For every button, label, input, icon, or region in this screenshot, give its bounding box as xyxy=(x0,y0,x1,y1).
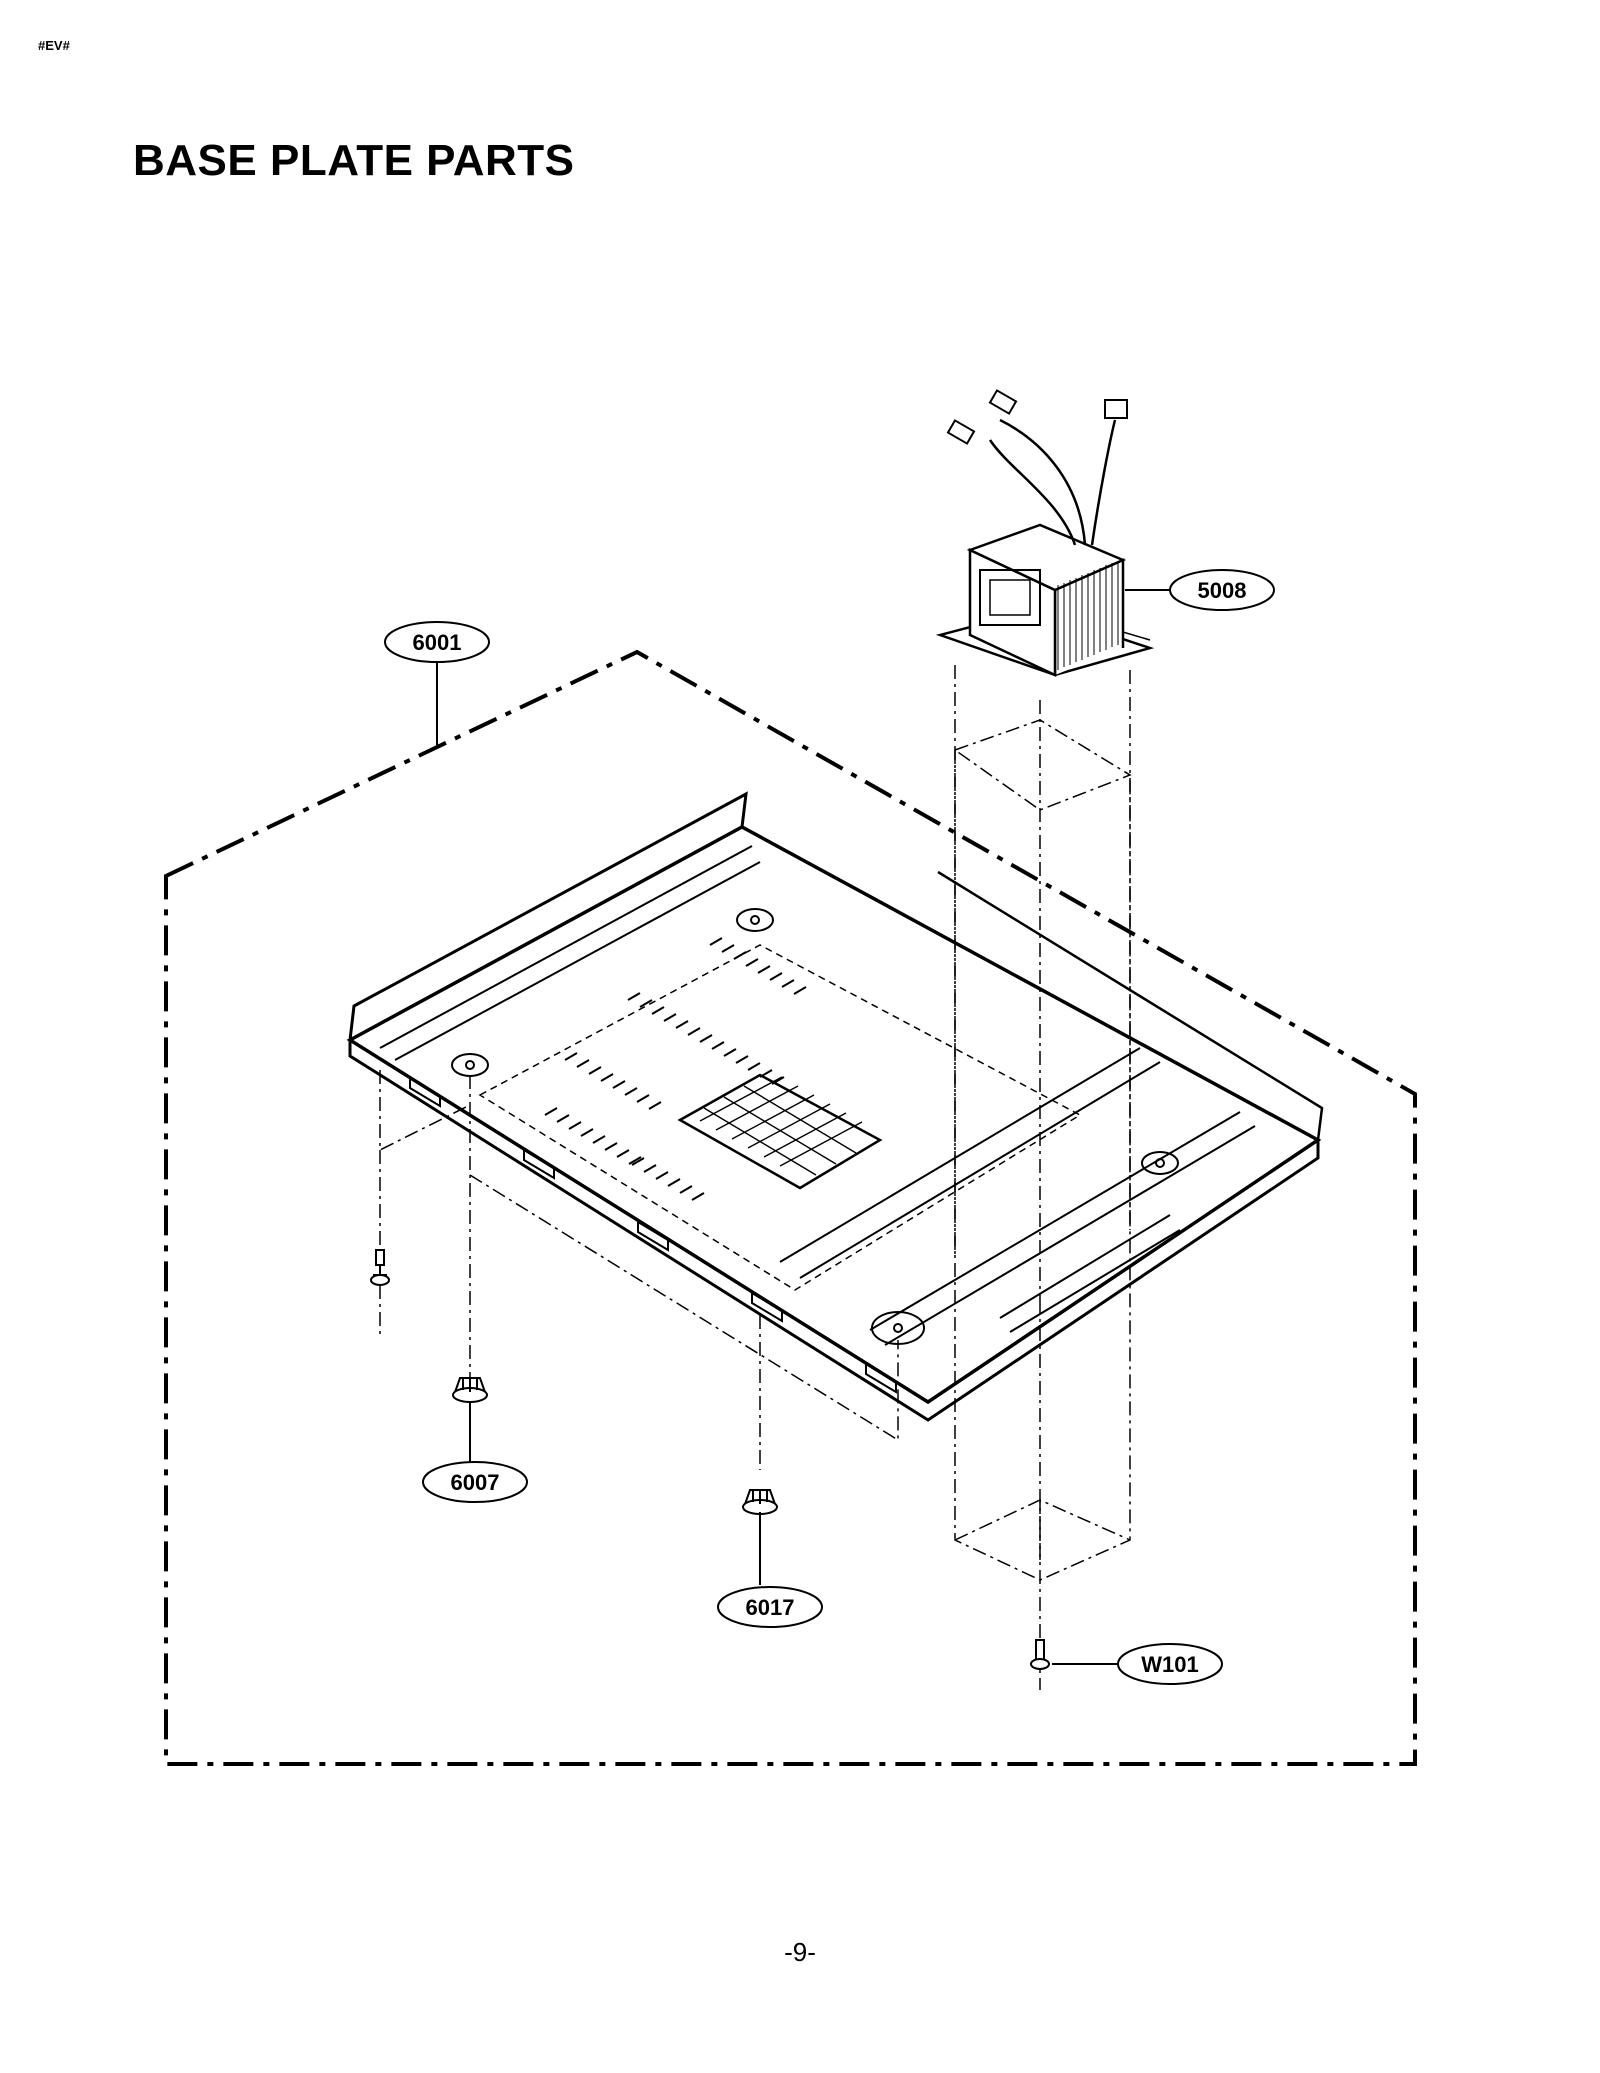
callout-w101: W101 xyxy=(1117,1643,1223,1685)
screw-left xyxy=(370,1249,390,1286)
svg-text:W101: W101 xyxy=(1141,1652,1198,1677)
assembly-boundary-outline xyxy=(164,649,1417,1766)
callout-6017: 6017 xyxy=(717,1586,823,1628)
callout-5008: 5008 xyxy=(1169,569,1275,611)
foot-6017 xyxy=(742,1489,778,1515)
svg-text:6001: 6001 xyxy=(413,630,462,655)
foot-6007 xyxy=(452,1377,488,1403)
projection-lines xyxy=(379,665,1132,1690)
transformer xyxy=(935,389,1155,677)
callout-6007: 6007 xyxy=(422,1461,528,1503)
svg-text:6017: 6017 xyxy=(746,1595,795,1620)
base-plate xyxy=(346,791,1324,1422)
callout-6001: 6001 xyxy=(384,621,490,663)
svg-text:6007: 6007 xyxy=(451,1470,500,1495)
svg-text:5008: 5008 xyxy=(1198,578,1247,603)
vent-grille xyxy=(677,1073,883,1190)
screw-w101 xyxy=(1030,1639,1050,1670)
document-code: #EV# xyxy=(38,38,70,53)
page-title: BASE PLATE PARTS xyxy=(133,136,575,185)
page-number: -9- xyxy=(784,1937,816,1967)
